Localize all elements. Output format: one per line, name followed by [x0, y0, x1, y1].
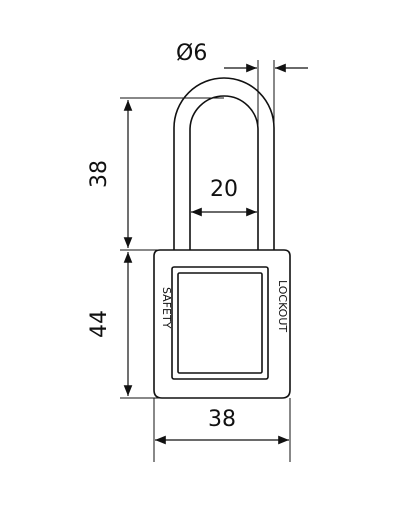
dimension-arrows: [123, 63, 308, 445]
dim-shackle-inner-width: 20: [210, 177, 238, 202]
dim-shackle-diameter: Ø6: [176, 41, 207, 66]
shackle-inner-outline: [189, 95, 259, 250]
dim-body-height: 44: [87, 310, 112, 338]
lock-body-panel-inner: [177, 272, 263, 374]
label-lockout: LOCKOUT: [276, 280, 289, 332]
extension-lines: [120, 60, 291, 462]
dim-shackle-height: 38: [87, 160, 112, 188]
shackle-outer-outline: [173, 77, 275, 250]
label-safety: SAFETY: [160, 287, 173, 329]
lock-body-outline: [153, 249, 291, 399]
dim-body-width: 38: [208, 407, 236, 432]
shackle: [173, 77, 275, 250]
label-lockout-text: LOCKOUT: [276, 280, 289, 332]
lock-body: [153, 249, 291, 399]
lock-body-panel: [171, 266, 269, 380]
label-safety-text: SAFETY: [160, 287, 173, 329]
